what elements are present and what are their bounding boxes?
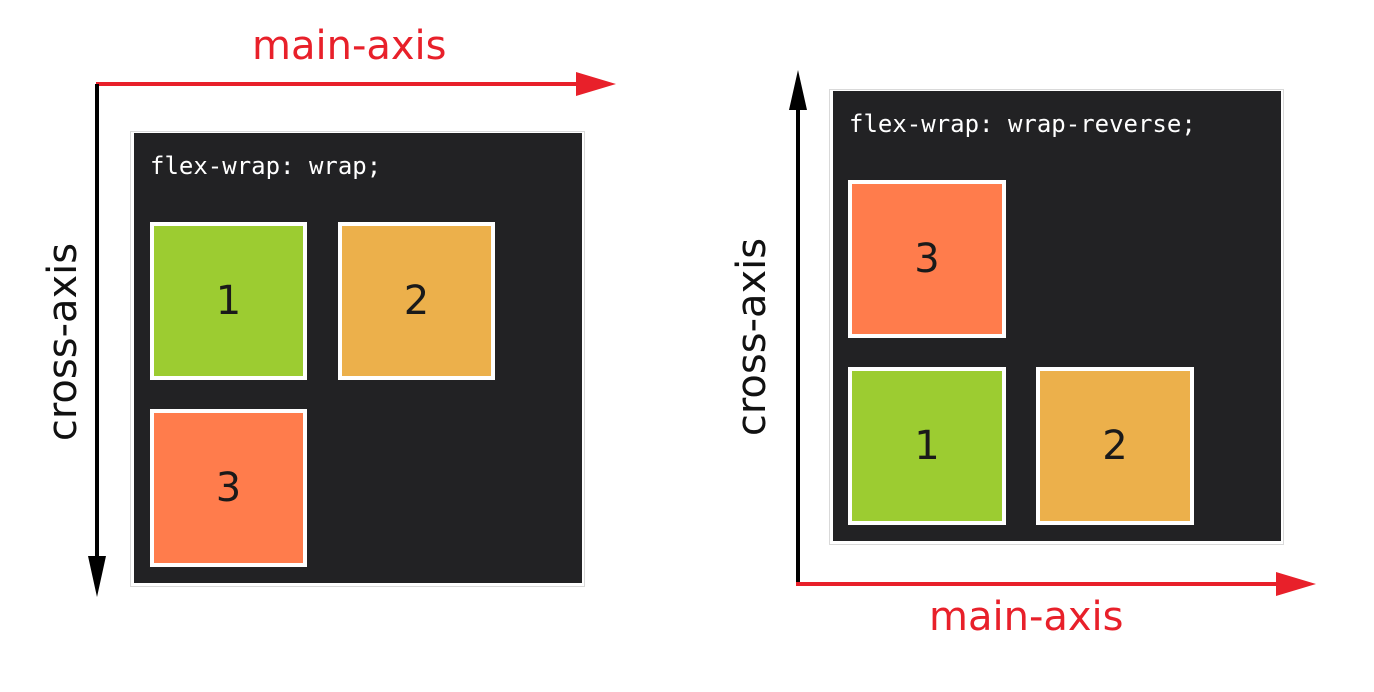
left-cross-axis-label: cross-axis xyxy=(40,242,86,442)
left-flex-item-2: 2 xyxy=(338,222,495,380)
right-flex-item-3: 3 xyxy=(848,180,1006,338)
right-code-label: flex-wrap: wrap-reverse; xyxy=(849,110,1196,138)
right-flex-container: flex-wrap: wrap-reverse; 3 1 2 xyxy=(833,91,1281,541)
right-flex-item-1: 1 xyxy=(848,367,1006,525)
left-flex-item-1: 1 xyxy=(150,222,307,380)
left-main-axis-arrow xyxy=(96,72,616,96)
left-flex-container: flex-wrap: wrap; 1 2 3 xyxy=(134,133,582,583)
left-flex-item-3: 3 xyxy=(150,409,307,567)
left-main-axis-label: main-axis xyxy=(252,23,447,69)
right-main-axis-label: main-axis xyxy=(929,594,1124,640)
right-cross-axis-label: cross-axis xyxy=(729,237,775,437)
right-cross-axis-arrow xyxy=(789,70,807,584)
left-code-label: flex-wrap: wrap; xyxy=(150,152,382,180)
right-flex-item-2: 2 xyxy=(1036,367,1194,525)
right-main-axis-arrow xyxy=(796,572,1316,596)
left-cross-axis-arrow xyxy=(88,84,106,597)
